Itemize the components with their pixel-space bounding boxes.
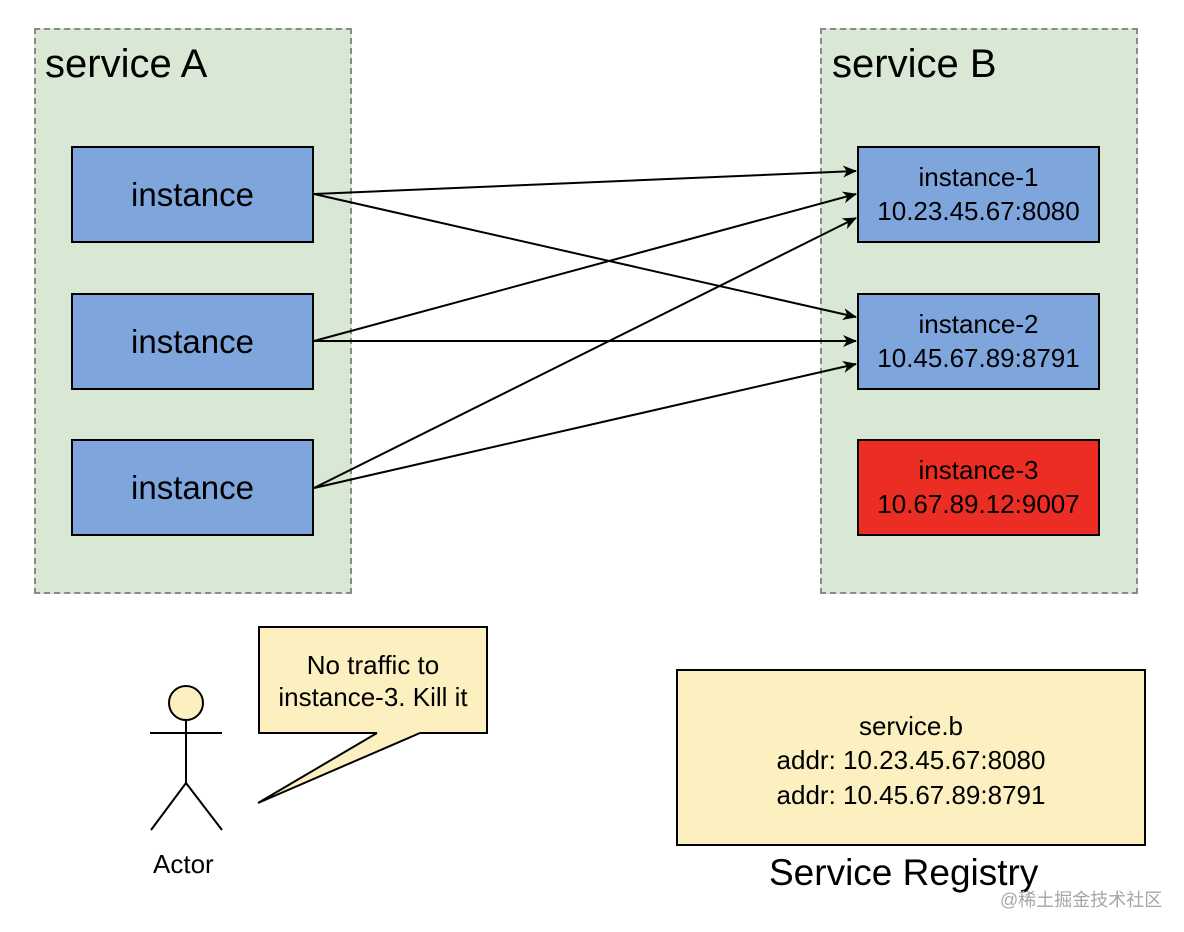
service-a-instance-2: instance — [71, 293, 314, 390]
service-a-instance-3: instance — [71, 439, 314, 536]
watermark: @稀土掘金技术社区 — [1000, 890, 1163, 910]
registry-addr-2: addr: 10.45.67.89:8791 — [776, 779, 1046, 810]
instance-label: instance — [131, 175, 254, 213]
service-registry-box: service.b addr: 10.23.45.67:8080 addr: 1… — [676, 669, 1146, 846]
instance-address: 10.67.89.12:9007 — [877, 488, 1080, 519]
instance-name: instance-1 — [918, 161, 1039, 192]
actor-label: Actor — [153, 849, 214, 879]
service-b-instance-2: instance-2 10.45.67.89:8791 — [857, 293, 1100, 390]
actor-speech-note: No traffic to instance-3. Kill it — [258, 626, 488, 734]
speech-line-1: No traffic to — [306, 649, 440, 680]
speech-line-2: instance-3. Kill it — [278, 682, 468, 712]
service-a-title: service A — [45, 42, 208, 86]
service-b-title: service B — [832, 42, 997, 86]
arrow-a1-to-b1 — [313, 165, 857, 195]
actor-figure — [150, 685, 223, 831]
registry-addr-1: addr: 10.23.45.67:8080 — [776, 745, 1046, 776]
instance-name: instance-2 — [918, 308, 1039, 339]
arrow-a2-to-b1 — [313, 191, 857, 342]
instance-address: 10.45.67.89:8791 — [877, 342, 1080, 373]
service-b-instance-1: instance-1 10.23.45.67:8080 — [857, 146, 1100, 243]
speech-tail — [257, 732, 421, 804]
instance-name: instance-3 — [918, 454, 1039, 485]
service-registry-caption: Service Registry — [769, 852, 1039, 893]
arrow-a3-to-b1 — [313, 217, 857, 489]
service-a-instance-1: instance — [71, 146, 314, 243]
arrow-a3-to-b2 — [313, 361, 857, 489]
arrow-a1-to-b2 — [313, 193, 857, 320]
instance-address: 10.23.45.67:8080 — [877, 195, 1080, 226]
service-b-instance-3-dead: instance-3 10.67.89.12:9007 — [857, 439, 1100, 536]
instance-label: instance — [131, 322, 254, 360]
registry-service-name: service.b — [858, 710, 964, 741]
instance-label: instance — [131, 468, 254, 506]
